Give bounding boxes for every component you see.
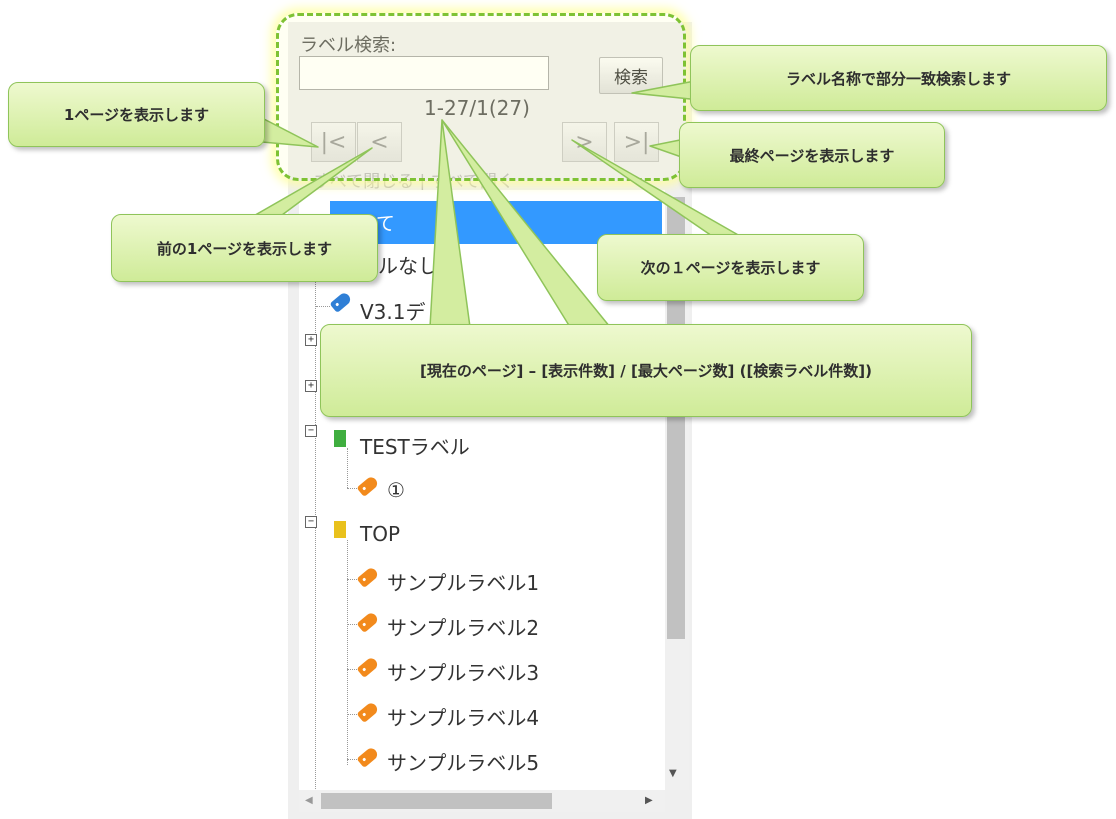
tree-item-sample[interactable]: サンプルラベル2	[387, 616, 540, 640]
tree-controls-separator: |	[419, 172, 426, 192]
scroll-left-arrow-icon[interactable]: ◀	[305, 795, 313, 806]
tree-item-v31[interactable]: V3.1デ	[360, 300, 426, 324]
tree-item-sample[interactable]: サンプルラベル1	[387, 571, 540, 595]
page-info: 1-27/1(27)	[424, 96, 530, 120]
collapse-toggle-icon[interactable]: −	[305, 516, 317, 528]
prev-page-button[interactable]: <	[357, 122, 402, 162]
first-page-button[interactable]: |<	[311, 122, 356, 162]
callout-prev-page: 前の1ページを表示します	[111, 214, 378, 282]
search-button[interactable]: 検索	[599, 57, 663, 94]
tree-connector	[316, 306, 330, 307]
expand-toggle-icon[interactable]: +	[305, 380, 317, 392]
tree-connector	[347, 579, 359, 580]
tree-connector	[347, 540, 348, 765]
horizontal-scroll-thumb[interactable]	[321, 793, 552, 809]
collapse-all-link[interactable]: すべて閉じる	[314, 172, 415, 192]
vertical-scroll-thumb[interactable]	[667, 197, 685, 639]
callout-search: ラベル名称で部分一致検索します	[690, 45, 1107, 111]
scroll-right-arrow-icon[interactable]: ▶	[645, 795, 653, 806]
last-page-button[interactable]: >|	[614, 122, 659, 162]
search-input[interactable]	[299, 56, 549, 90]
tree-connector	[347, 448, 348, 488]
folder-icon	[334, 521, 346, 538]
callout-pointer-prev	[249, 147, 373, 219]
callout-next-page: 次の１ページを表示します	[597, 234, 864, 301]
callout-pointer-format	[441, 119, 611, 328]
tree-connector	[347, 714, 359, 715]
folder-icon	[334, 430, 346, 447]
expand-toggle-icon[interactable]: +	[305, 334, 317, 346]
scroll-down-arrow-icon[interactable]: ▼	[669, 768, 677, 779]
tree-item-top[interactable]: TOP	[360, 522, 401, 546]
tree-connector	[347, 488, 359, 489]
tree-connector	[347, 624, 359, 625]
callout-first-page: 1ページを表示します	[8, 82, 265, 147]
callout-page-format: [現在のページ] – [表示件数] / [最大ページ数] ([検索ラベル件数])	[320, 324, 972, 417]
callout-last-page: 最終ページを表示します	[679, 122, 945, 188]
tree-connector	[347, 759, 359, 760]
tree-item-test[interactable]: TESTラベル	[360, 435, 470, 459]
tree-item-test-child[interactable]: ①	[387, 478, 405, 502]
search-area-highlight	[276, 13, 686, 181]
callout-pointer-first	[261, 117, 319, 148]
tree-item-sample[interactable]: サンプルラベル5	[387, 751, 540, 775]
tree-connector	[347, 669, 359, 670]
tree-item-sample[interactable]: サンプルラベル3	[387, 661, 540, 685]
tree-item-sample[interactable]: サンプルラベル4	[387, 706, 540, 730]
search-label: ラベル検索:	[300, 35, 397, 56]
collapse-toggle-icon[interactable]: −	[305, 425, 317, 437]
